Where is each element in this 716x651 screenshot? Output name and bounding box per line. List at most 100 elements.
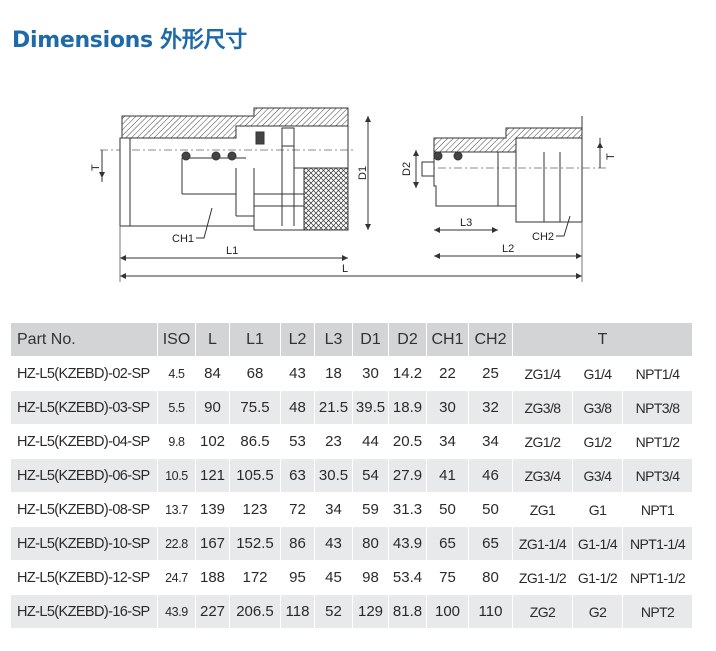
- cell-t-npt: NPT1/4: [622, 356, 693, 391]
- cell-l1: 68: [229, 356, 281, 391]
- cell-part-no: HZ-L5(KZEBD)-10-SP: [10, 526, 158, 561]
- cell-d1: 80: [352, 526, 389, 561]
- cell-d1: 59: [352, 492, 389, 527]
- dim-label-ch1: CH1: [172, 233, 194, 245]
- cell-l2: 72: [280, 492, 315, 527]
- cell-iso: 10.5: [157, 458, 196, 493]
- cell-ch2: 46: [468, 458, 513, 493]
- cell-ch2: 32: [468, 390, 513, 425]
- cell-d1: 129: [352, 594, 389, 629]
- cell-l2: 86: [280, 526, 315, 561]
- cell-d1: 30: [352, 356, 389, 391]
- cell-l1: 105.5: [229, 458, 281, 493]
- dim-label-d2: D2: [401, 162, 413, 176]
- header-d2: D2: [388, 322, 427, 357]
- cell-iso: 9.8: [157, 424, 196, 459]
- cell-part-no: HZ-L5(KZEBD)-03-SP: [10, 390, 158, 425]
- header-l3: L3: [314, 322, 353, 357]
- cell-l: 227: [195, 594, 230, 629]
- cell-t-npt: NPT2: [622, 594, 693, 629]
- cell-t-zg: ZG2: [512, 594, 573, 629]
- cell-iso: 43.9: [157, 594, 196, 629]
- cell-t-g: G2: [571, 594, 624, 629]
- cell-l3: 52: [314, 594, 353, 629]
- header-t: T: [512, 322, 693, 357]
- dimensions-table: Part No. ISO L L1 L2 L3 D1 D2 CH1 CH2 T …: [10, 322, 693, 629]
- cell-l3: 21.5: [314, 390, 353, 425]
- cell-iso: 5.5: [157, 390, 196, 425]
- cell-l3: 43: [314, 526, 353, 561]
- cell-t-npt: NPT3/8: [622, 390, 693, 425]
- cell-l3: 23: [314, 424, 353, 459]
- cell-l: 167: [195, 526, 230, 561]
- cell-ch2: 80: [468, 560, 513, 595]
- cell-d1: 39.5: [352, 390, 389, 425]
- cell-part-no: HZ-L5(KZEBD)-08-SP: [10, 492, 158, 527]
- cell-part-no: HZ-L5(KZEBD)-02-SP: [10, 356, 158, 391]
- page-title: Dimensions 外形尺寸: [12, 28, 247, 53]
- cell-l3: 30.5: [314, 458, 353, 493]
- cell-t-npt: NPT3/4: [622, 458, 693, 493]
- dim-label-t-right: T: [605, 153, 617, 160]
- cell-t-zg: ZG3/8: [512, 390, 573, 425]
- header-part-no: Part No.: [10, 322, 158, 357]
- cell-l: 139: [195, 492, 230, 527]
- cell-d1: 54: [352, 458, 389, 493]
- cell-l1: 86.5: [229, 424, 281, 459]
- cell-part-no: HZ-L5(KZEBD)-06-SP: [10, 458, 158, 493]
- dim-label-t-left: T: [90, 164, 102, 171]
- cell-ch1: 75: [426, 560, 469, 595]
- cell-iso: 22.8: [157, 526, 196, 561]
- cell-part-no: HZ-L5(KZEBD)-04-SP: [10, 424, 158, 459]
- dim-label-ch2: CH2: [532, 231, 554, 243]
- female-coupler-drawing: T D1 CH1 L1: [90, 107, 371, 261]
- cell-t-zg: ZG3/4: [512, 458, 573, 493]
- cell-d2: 31.3: [388, 492, 427, 527]
- header-l: L: [195, 322, 230, 357]
- cell-ch1: 30: [426, 390, 469, 425]
- cell-t-g: G1-1/2: [571, 560, 624, 595]
- cell-t-g: G3/4: [571, 458, 624, 493]
- cell-t-g: G1/4: [571, 356, 624, 391]
- dim-label-l2: L2: [502, 243, 514, 255]
- cell-l1: 172: [229, 560, 281, 595]
- header-l1: L1: [229, 322, 281, 357]
- cell-ch1: 100: [426, 594, 469, 629]
- male-plug-drawing: D2 T L3 CH2 L2: [401, 116, 617, 259]
- cell-ch2: 50: [468, 492, 513, 527]
- cell-ch2: 65: [468, 526, 513, 561]
- cell-ch1: 65: [426, 526, 469, 561]
- cell-t-g: G3/8: [571, 390, 624, 425]
- header-iso: ISO: [157, 322, 196, 357]
- cell-ch2: 110: [468, 594, 513, 629]
- cell-l1: 75.5: [229, 390, 281, 425]
- dim-label-l3: L3: [460, 217, 472, 229]
- cell-t-g: G1: [571, 492, 624, 527]
- cell-t-zg: ZG1: [512, 492, 573, 527]
- header-ch1: CH1: [426, 322, 469, 357]
- cell-ch1: 50: [426, 492, 469, 527]
- table-header-row: Part No. ISO L L1 L2 L3 D1 D2 CH1 CH2 T: [10, 322, 693, 357]
- cell-d2: 43.9: [388, 526, 427, 561]
- cell-part-no: HZ-L5(KZEBD)-12-SP: [10, 560, 158, 595]
- cell-l: 188: [195, 560, 230, 595]
- cell-l3: 45: [314, 560, 353, 595]
- cell-d2: 14.2: [388, 356, 427, 391]
- cell-part-no: HZ-L5(KZEBD)-16-SP: [10, 594, 158, 629]
- cell-t-npt: NPT1-1/4: [622, 526, 693, 561]
- cell-l3: 34: [314, 492, 353, 527]
- cell-l1: 123: [229, 492, 281, 527]
- cell-l3: 18: [314, 356, 353, 391]
- cell-t-npt: NPT1-1/2: [622, 560, 693, 595]
- cell-d2: 81.8: [388, 594, 427, 629]
- cell-l2: 95: [280, 560, 315, 595]
- cell-d2: 20.5: [388, 424, 427, 459]
- cell-ch1: 41: [426, 458, 469, 493]
